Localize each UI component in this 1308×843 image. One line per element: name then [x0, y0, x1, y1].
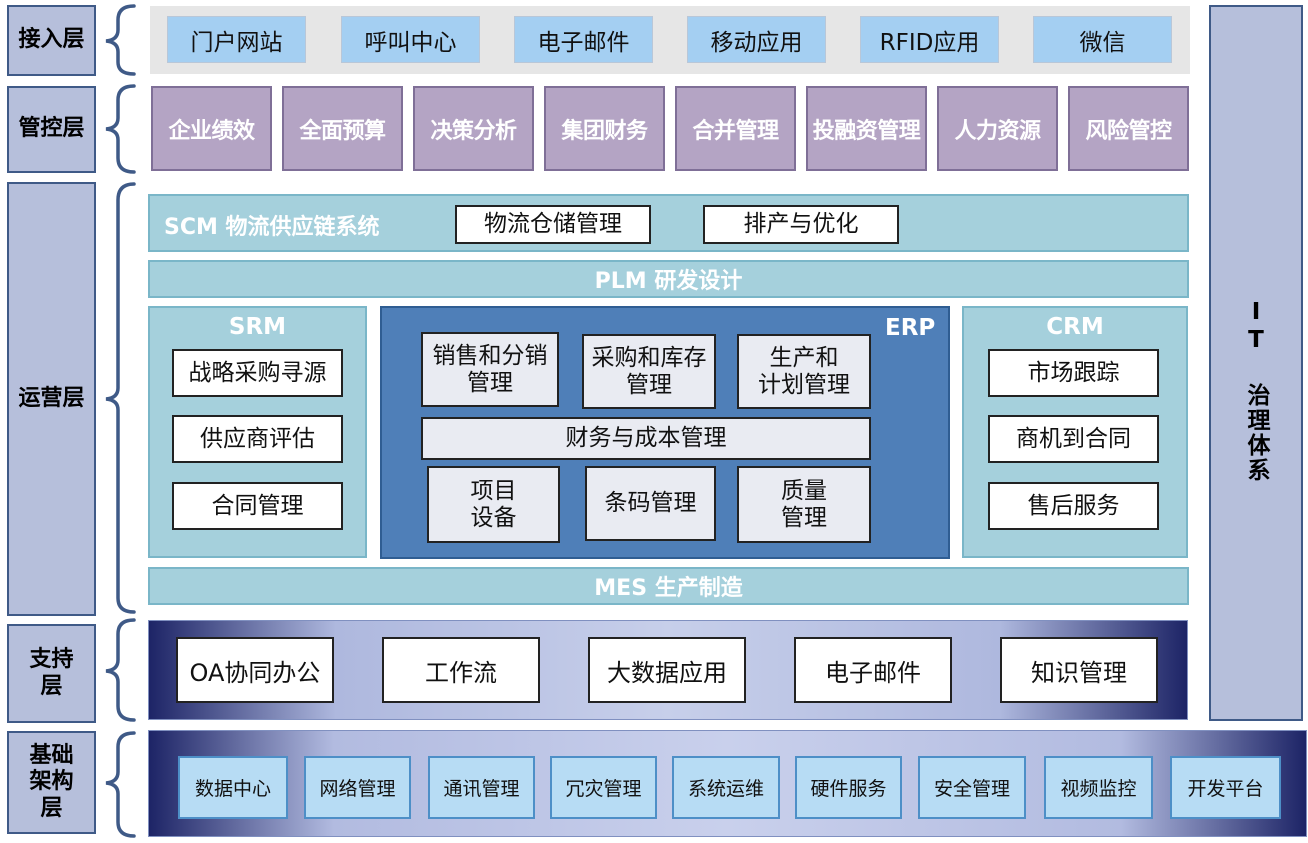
- access-item-wechat: 微信: [1033, 16, 1172, 63]
- layer-label-infrastructure: 基础 架构 层: [7, 731, 96, 834]
- plm-band: PLM 研发设计: [148, 260, 1189, 298]
- control-item-budget: 全面预算: [282, 86, 403, 171]
- infra-item-hardware: 硬件服务: [795, 756, 902, 819]
- infra-item-datacenter: 数据中心: [178, 756, 288, 819]
- infra-item-devplatform: 开发平台: [1170, 756, 1281, 819]
- erp-item-quality: 质量 管理: [737, 466, 871, 543]
- support-item-knowledge: 知识管理: [1000, 637, 1158, 703]
- infra-item-network: 网络管理: [304, 756, 411, 819]
- erp-item-purchase: 采购和库存 管理: [582, 334, 716, 409]
- infra-item-security: 安全管理: [918, 756, 1026, 819]
- scm-band: [148, 194, 1189, 252]
- layer-braces: [105, 4, 136, 838]
- control-item-hr: 人力资源: [937, 86, 1058, 171]
- brace-infrastructure: [105, 731, 136, 838]
- brace-support: [105, 618, 136, 722]
- layer-label-support: 支持 层: [7, 624, 96, 723]
- control-item-consolidation: 合并管理: [675, 86, 796, 171]
- brace-control: [105, 84, 136, 174]
- brace-access: [105, 4, 136, 76]
- support-item-email: 电子邮件: [794, 637, 952, 703]
- support-item-workflow: 工作流: [382, 637, 540, 703]
- layer-label-operation: 运营层: [7, 182, 96, 616]
- infra-item-video: 视频监控: [1044, 756, 1153, 819]
- layer-label-control: 管控层: [7, 86, 96, 173]
- srm-item-sourcing: 战略采购寻源: [172, 349, 343, 397]
- brace-operation: [105, 182, 136, 614]
- it-governance-label: IT 治理体系: [1243, 299, 1269, 483]
- mes-band: MES 生产制造: [148, 567, 1189, 605]
- control-item-group-finance: 集团财务: [544, 86, 665, 171]
- control-item-performance: 企业绩效: [151, 86, 272, 171]
- support-item-oa: OA协同办公: [176, 637, 334, 703]
- control-item-risk: 风险管控: [1068, 86, 1189, 171]
- srm-title: SRM: [228, 314, 287, 340]
- access-band: [150, 6, 1190, 74]
- layer-label-access: 接入层: [7, 5, 96, 76]
- erp-item-sales: 销售和分销 管理: [421, 332, 559, 407]
- srm-item-contract: 合同管理: [172, 482, 343, 530]
- erp-title: ERP: [885, 315, 936, 341]
- erp-item-project: 项目 设备: [427, 466, 560, 543]
- control-item-decision: 决策分析: [413, 86, 534, 171]
- access-item-rfid: RFID应用: [860, 16, 999, 63]
- control-item-investment: 投融资管理: [806, 86, 927, 171]
- scm-title: SCM 物流供应链系统: [164, 215, 380, 240]
- access-item-portal: 门户网站: [167, 16, 306, 63]
- it-governance-column: IT 治理体系: [1209, 5, 1303, 721]
- srm-item-supplier-eval: 供应商评估: [172, 415, 343, 463]
- infra-item-disaster: 冗灾管理: [550, 756, 657, 819]
- infra-item-operations: 系统运维: [672, 756, 780, 819]
- crm-item-after-sales: 售后服务: [988, 482, 1159, 530]
- access-item-call-center: 呼叫中心: [341, 16, 480, 63]
- infra-item-communication: 通讯管理: [428, 756, 535, 819]
- scm-item-scheduling: 排产与优化: [703, 205, 899, 244]
- crm-item-market: 市场跟踪: [988, 349, 1159, 397]
- crm-item-opportunity: 商机到合同: [988, 415, 1159, 463]
- erp-item-barcode: 条码管理: [585, 466, 716, 541]
- crm-title: CRM: [1046, 314, 1104, 340]
- erp-item-finance: 财务与成本管理: [421, 417, 871, 460]
- support-item-bigdata: 大数据应用: [588, 637, 746, 703]
- scm-item-warehouse: 物流仓储管理: [455, 205, 651, 244]
- access-item-mobile: 移动应用: [687, 16, 826, 63]
- access-item-email: 电子邮件: [514, 16, 653, 63]
- erp-item-production: 生产和 计划管理: [737, 334, 871, 409]
